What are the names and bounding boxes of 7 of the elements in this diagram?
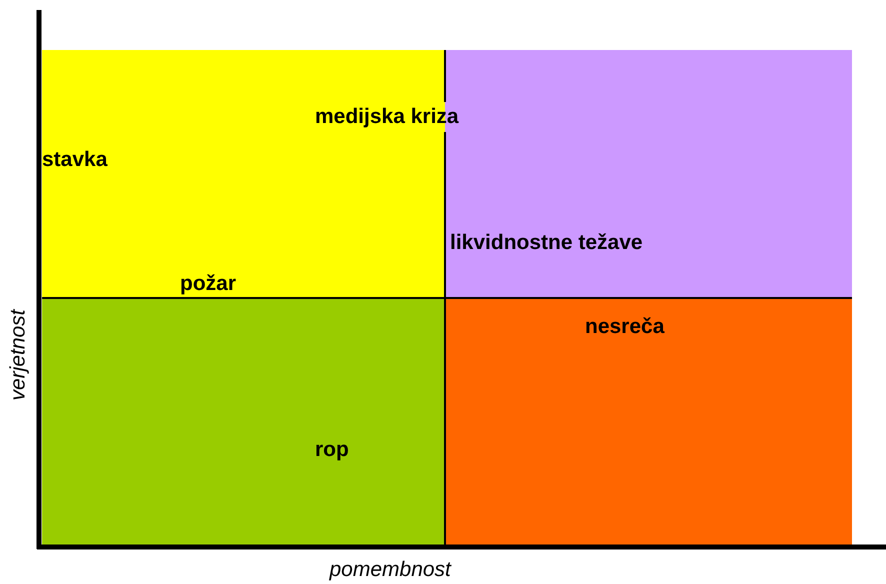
risk-label: rop [315,438,349,462]
axis-title: verjetnost [6,309,30,401]
risk-label: požar [180,272,236,296]
risk-label: stavka [42,148,108,172]
axis-title: pomembnost [330,558,451,582]
risk-label: likvidnostne težave [450,231,643,255]
risk-label: nesreča [585,315,664,339]
